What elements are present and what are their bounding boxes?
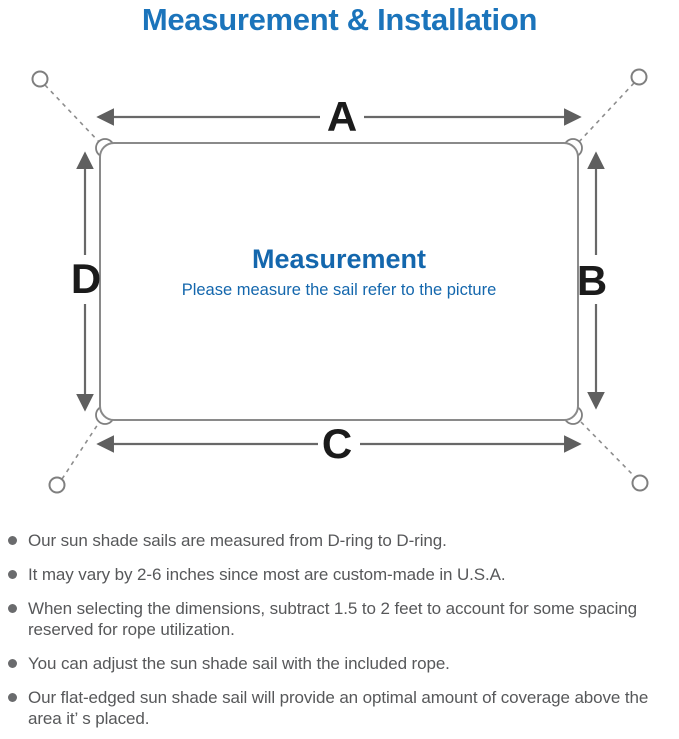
anchor-ring-icon-top-right [630, 68, 648, 86]
notes-list: Our sun shade sails are measured from D-… [8, 530, 675, 739]
sail-caption-heading: Measurement [251, 244, 427, 274]
sail-caption-subtitle: Please measure the sail refer to the pic… [181, 281, 497, 300]
rope-line-bottom-left [61, 417, 103, 480]
dimension-label-a: A [326, 93, 358, 140]
anchor-ring-icon-bottom-left [48, 476, 66, 494]
rope-line-top-right [576, 82, 635, 145]
note-item: Our flat-edged sun shade sail will provi… [8, 687, 675, 729]
rope-line-top-left [44, 84, 102, 145]
note-text: When selecting the dimensions, subtract … [28, 599, 637, 639]
note-text: You can adjust the sun shade sail with t… [28, 654, 450, 673]
rope-line-bottom-right [580, 421, 636, 478]
anchor-rings [31, 68, 649, 494]
note-item: It may vary by 2-6 inches since most are… [8, 564, 675, 585]
note-text: Our sun shade sails are measured from D-… [28, 531, 447, 550]
bullet-icon [8, 536, 17, 545]
sail-center-caption: Measurement Please measure the sail refe… [100, 244, 578, 301]
sail-rectangle [99, 142, 579, 421]
anchor-ring-icon-bottom-right [631, 474, 649, 492]
note-item: You can adjust the sun shade sail with t… [8, 653, 675, 674]
anchor-ring-icon-top-left [31, 70, 49, 88]
note-text: Our flat-edged sun shade sail will provi… [28, 688, 649, 728]
note-text: It may vary by 2-6 inches since most are… [28, 565, 506, 584]
note-item: Our sun shade sails are measured from D-… [8, 530, 675, 551]
rope-lines [44, 82, 636, 480]
dimension-label-b: B [576, 257, 608, 304]
page-title: Measurement & Installation [141, 2, 538, 37]
bullet-icon [8, 570, 17, 579]
dimension-label-d: D [70, 255, 102, 302]
dimension-label-c: C [321, 420, 353, 467]
note-item: When selecting the dimensions, subtract … [8, 598, 675, 640]
bullet-icon [8, 659, 17, 668]
bullet-icon [8, 693, 17, 702]
bullet-icon [8, 604, 17, 613]
